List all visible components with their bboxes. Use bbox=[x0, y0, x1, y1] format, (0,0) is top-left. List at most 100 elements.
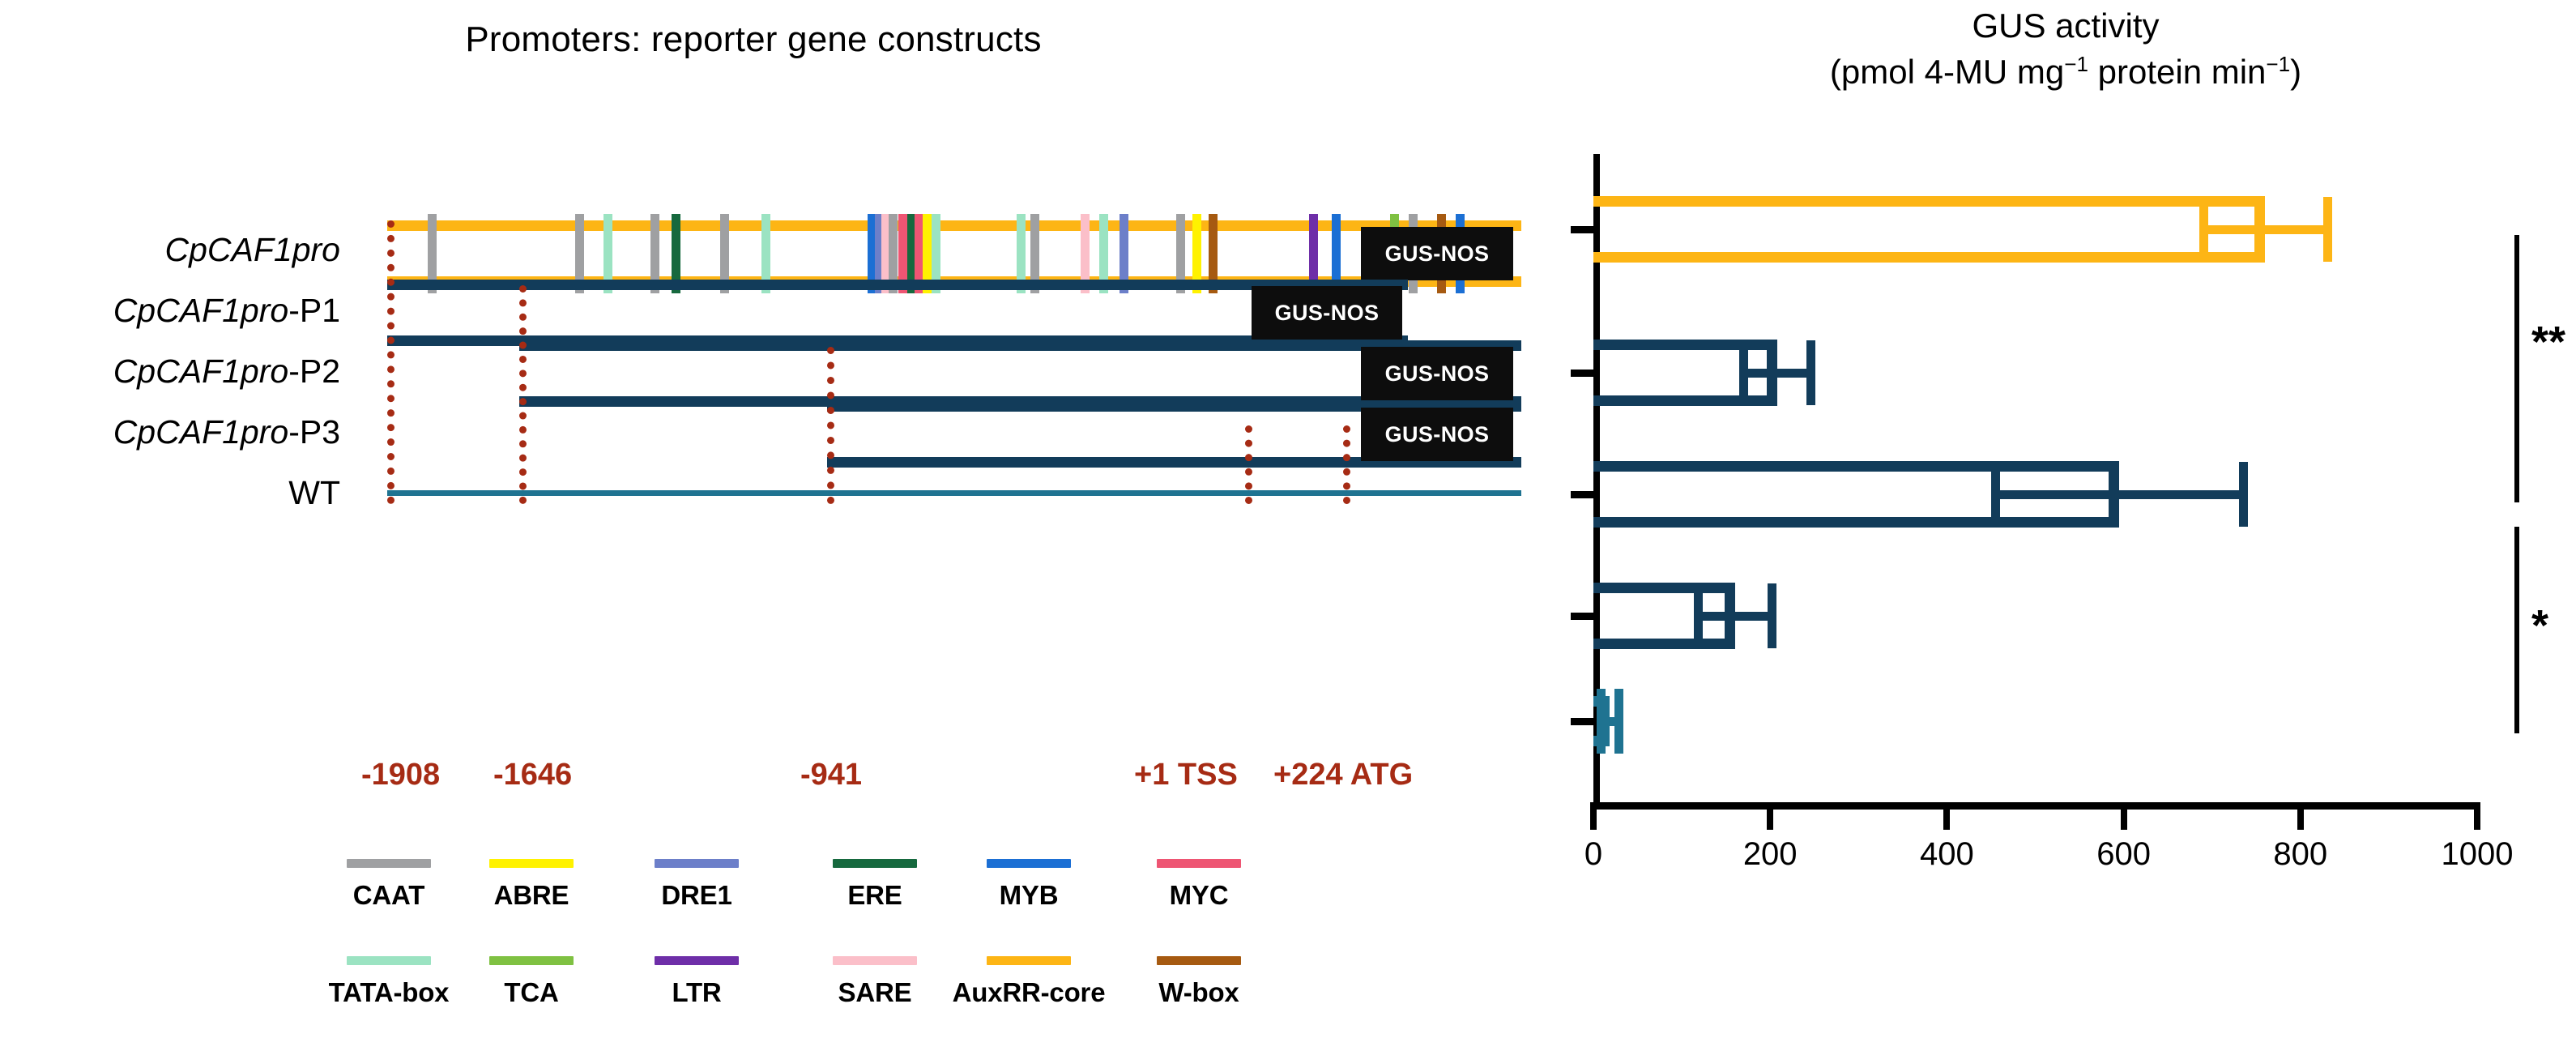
motif-mark-caat bbox=[888, 214, 898, 293]
legend-label: ERE bbox=[847, 880, 902, 910]
error-bar-cap-high bbox=[1768, 583, 1777, 648]
legend-row-2: TATA-box TCA LTR SARE AuxRR-core W-box bbox=[308, 956, 1361, 1029]
position-label-+224-atg: +224 ATG bbox=[1273, 758, 1414, 792]
row-label-cpcaf1pro-p1: CpCAF1pro-P1 bbox=[113, 292, 340, 329]
y-tick-wt bbox=[1571, 718, 1595, 725]
legend-swatch-sare bbox=[833, 956, 917, 965]
error-bar-cap-high bbox=[2322, 197, 2332, 262]
legend-label: CAAT bbox=[352, 880, 425, 910]
legend-swatch-auxrr-core bbox=[987, 956, 1071, 965]
error-bar-cap-high bbox=[1806, 340, 1816, 405]
motif-mark-tata-box bbox=[1017, 214, 1026, 293]
row-label-cpcaf1pro-p2: CpCAF1pro-P2 bbox=[113, 352, 340, 390]
x-tick-1000 bbox=[2474, 802, 2480, 830]
error-bar-cap-low bbox=[1596, 689, 1606, 754]
y-tick-cpcaf1pro-p2 bbox=[1571, 491, 1595, 498]
legend-label: TCA bbox=[504, 977, 559, 1007]
position-line--941 bbox=[827, 347, 834, 504]
motif-mark-tata-box bbox=[603, 214, 612, 293]
x-tick-label-200: 200 bbox=[1742, 836, 1798, 872]
legend-swatch-myc bbox=[1157, 859, 1241, 868]
legend-swatch-myb bbox=[987, 859, 1071, 868]
motif-mark-dre1 bbox=[1120, 214, 1129, 293]
chart-x-axis bbox=[1593, 802, 2477, 810]
row-label-cpcaf1pro-p3: CpCAF1pro-P3 bbox=[113, 413, 340, 451]
error-bar-line bbox=[2203, 225, 2327, 234]
legend-label: TATA-box bbox=[328, 977, 450, 1007]
motif-mark-ltr bbox=[1309, 214, 1319, 293]
motif-mark-myb bbox=[867, 214, 876, 293]
y-tick-cpcaf1pro-p3 bbox=[1571, 613, 1595, 620]
legend-swatch-tca bbox=[489, 956, 574, 965]
x-tick-800 bbox=[2297, 802, 2304, 830]
error-bar-cap-low bbox=[1693, 583, 1703, 648]
chart-title: GUS activity bbox=[1972, 6, 2160, 45]
legend-item-tata-box: TATA-box bbox=[308, 956, 470, 1008]
x-tick-label-600: 600 bbox=[2096, 836, 2151, 872]
position-line-+1-tss bbox=[1245, 425, 1252, 504]
legend-swatch-abre bbox=[489, 859, 574, 868]
chart-title-block: GUS activity (pmol 4-MU mg−1 protein min… bbox=[1620, 6, 2511, 92]
motif-mark-sare bbox=[1081, 214, 1090, 293]
motif-mark-w-box bbox=[1208, 214, 1218, 293]
y-tick-cpcaf1pro bbox=[1571, 226, 1595, 233]
chart-bar-cpcaf1pro-p2 bbox=[1593, 461, 2120, 528]
legend-swatch-ere bbox=[833, 859, 917, 868]
error-bar-line bbox=[1995, 490, 2243, 499]
chart-bar-cpcaf1pro bbox=[1593, 196, 2266, 263]
significance-bracket-1 bbox=[2514, 235, 2519, 502]
x-tick-0 bbox=[1590, 802, 1597, 830]
motif-mark-caat bbox=[427, 214, 437, 293]
error-bar-cap-low bbox=[1739, 340, 1749, 405]
x-tick-label-1000: 1000 bbox=[2441, 836, 2514, 872]
gusnos-box-p2: GUS-NOS bbox=[1361, 347, 1513, 400]
motif-mark-abre bbox=[922, 214, 932, 293]
legend-swatch-caat bbox=[347, 859, 431, 868]
position-label--1908: -1908 bbox=[361, 758, 441, 792]
legend-item-dre1: DRE1 bbox=[616, 859, 778, 911]
error-bar-cap-low bbox=[1991, 462, 2001, 527]
legend-item-caat: CAAT bbox=[308, 859, 470, 911]
row-label-wt: WT bbox=[288, 474, 340, 511]
gusnos-box-p1: GUS-NOS bbox=[1252, 286, 1402, 340]
error-bar-cap-low bbox=[2199, 197, 2208, 262]
motif-mark-caat bbox=[1176, 214, 1186, 293]
legend-item-myb: MYB bbox=[948, 859, 1110, 911]
motif-mark-tata-box bbox=[932, 214, 940, 293]
motif-mark-caat bbox=[719, 214, 729, 293]
chart-y-axis bbox=[1593, 154, 1600, 806]
chart-bar-cpcaf1pro-p1 bbox=[1593, 340, 1777, 406]
legend-item-myc: MYC bbox=[1118, 859, 1280, 911]
motif-mark-ere bbox=[672, 214, 681, 293]
legend-label: SARE bbox=[838, 977, 912, 1007]
x-tick-200 bbox=[1767, 802, 1774, 830]
legend-label: AuxRR-core bbox=[952, 977, 1106, 1007]
error-bar-line bbox=[1697, 612, 1772, 621]
motif-mark-tata-box bbox=[761, 214, 770, 293]
legend-label: LTR bbox=[672, 977, 722, 1007]
y-tick-cpcaf1pro-p1 bbox=[1571, 370, 1595, 377]
legend-item-auxrr-core: AuxRR-core bbox=[948, 956, 1110, 1008]
error-bar-line bbox=[1600, 717, 1619, 726]
legend-label: W-box bbox=[1158, 977, 1239, 1007]
x-tick-600 bbox=[2120, 802, 2127, 830]
error-bar-cap-high bbox=[1614, 689, 1623, 754]
motif-mark-myb bbox=[1332, 214, 1341, 293]
error-bar-line bbox=[1743, 369, 1811, 378]
x-tick-label-800: 800 bbox=[2273, 836, 2328, 872]
gusnos-box-cpcaf1pro: GUS-NOS bbox=[1361, 227, 1513, 280]
motif-mark-sare bbox=[881, 214, 891, 293]
motif-mark-caat bbox=[650, 214, 660, 293]
legend-label: MYB bbox=[999, 880, 1059, 910]
legend-item-ere: ERE bbox=[794, 859, 956, 911]
error-bar-cap-high bbox=[2238, 462, 2248, 527]
legend-item-w-box: W-box bbox=[1118, 956, 1280, 1008]
chart-subtitle: (pmol 4-MU mg−1 protein min−1) bbox=[1829, 52, 2302, 91]
x-tick-label-0: 0 bbox=[1584, 836, 1603, 872]
legend-item-tca: TCA bbox=[450, 956, 612, 1008]
significance-bracket-2 bbox=[2514, 527, 2519, 733]
position-line-+224-atg bbox=[1343, 425, 1350, 504]
